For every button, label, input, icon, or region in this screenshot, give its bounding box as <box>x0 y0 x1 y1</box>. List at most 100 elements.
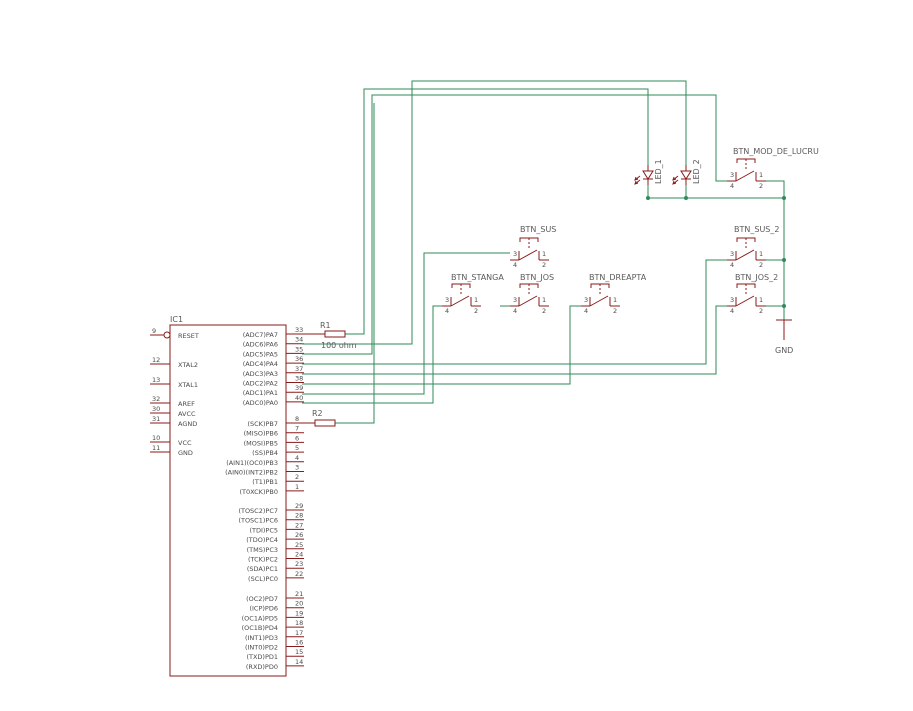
ic1-pin-name: AVCC <box>178 410 196 418</box>
ic1-right-pin: 1(T0XCK)PB0 <box>240 483 304 496</box>
ic1-pin-number: 32 <box>152 395 160 403</box>
switch-pin-number: 3 <box>513 296 517 304</box>
ic1-pin-number: 38 <box>295 375 303 383</box>
ic1-pin-name: (ADC6)PA6 <box>243 341 278 349</box>
ic1-pin-number: 29 <box>295 502 303 510</box>
ic1-pin-number: 27 <box>295 521 303 529</box>
ic1-pin-name: (ADC2)PA2 <box>243 380 278 388</box>
switch-pin-number: 1 <box>542 296 546 304</box>
r1-value: 100 ohm <box>321 341 357 350</box>
ic1-pin-name: (TMS)PC3 <box>247 546 278 554</box>
led-2: LED_2 <box>672 159 701 185</box>
ic1-right-pin: 40(ADC0)PA0 <box>243 394 304 407</box>
ic1-pin-number: 21 <box>295 590 303 598</box>
ic1-right-pin: 15(TXD)PD1 <box>246 648 304 661</box>
ic1-pin-name: (ADC3)PA3 <box>243 370 278 378</box>
ic1-right-pin: 5 (SS)PB4 <box>252 444 304 457</box>
wire-gnd-rail <box>766 180 785 320</box>
ic1-pin-number: 10 <box>152 434 160 442</box>
wire-pa6-led2 <box>302 80 687 345</box>
switch-pin-number: 1 <box>542 250 546 258</box>
ic1-pin-number: 3 <box>295 464 299 472</box>
ic1-right-pin: 14(RXD)PD0 <box>246 658 304 671</box>
ic1-pin-name: (SDA)PC1 <box>247 565 278 573</box>
ic1-pin-number: 39 <box>295 384 303 392</box>
switch-pin-number: 1 <box>474 296 478 304</box>
pushbutton-label: BTN_STANGA <box>451 273 504 282</box>
ic1-pin-number: 22 <box>295 570 303 578</box>
ic1-right-pin: 19(OC1A)PD5 <box>242 609 304 622</box>
r2-name: R2 <box>312 409 323 418</box>
ic1-right-pin: 27 (TDI)PC5 <box>249 521 304 534</box>
ic1-pin-number: 13 <box>152 376 160 384</box>
ic1-pin-number: 6 <box>295 434 299 442</box>
ic1-pin-number: 26 <box>295 531 303 539</box>
ic1-pin-name: (ICP)PD6 <box>249 605 278 613</box>
ic1-pin-name: (TDO)PC4 <box>246 536 278 544</box>
ic1-pin-name: (ADC4)PA4 <box>243 360 278 368</box>
switch-pin-number: 2 <box>542 307 546 315</box>
ic1-right-pin: 24(TCK)PC2 <box>248 551 304 564</box>
switch-pin-number: 1 <box>759 296 763 304</box>
pushbutton-label: BTN_DREAPTA <box>589 273 647 282</box>
ic1-right-pin: 37(ADC3)PA3 <box>243 365 304 378</box>
ic1-right-pin: 38 (ADC2)PA2 <box>243 375 304 388</box>
switch-pin-number: 2 <box>759 307 763 315</box>
ic1-pin-name: (INT1)PD3 <box>245 634 278 642</box>
ic1-pin-number: 1 <box>295 483 299 491</box>
gnd-label: GND <box>775 346 793 355</box>
ic1-pin-number: 30 <box>152 405 160 413</box>
ic1-right-pin: 3 (AIN0)(INT2)PB2 <box>225 464 304 477</box>
ic1-right-pin: 8(SCK)PB7 <box>247 415 304 428</box>
switch-pin-number: 2 <box>759 182 763 190</box>
ic1-right-pin: 2(T1)PB1 <box>252 473 304 486</box>
ic1-pin-number: 34 <box>295 336 303 344</box>
ic1-right-pins: 33(ADC7)PA734(ADC6)PA635(ADC5)PA536(ADC4… <box>225 326 304 671</box>
ic1-right-pin: 20(ICP)PD6 <box>249 600 304 613</box>
ic1-pin-number: 18 <box>295 619 303 627</box>
pushbutton-label: BTN_MOD_DE_LUCRU <box>733 147 819 156</box>
ic1-pin-name: (RXD)PD0 <box>246 663 278 671</box>
resistor-r1: R1 100 ohm <box>302 321 357 350</box>
ic1-right-pin: 18(OC1B)PD4 <box>242 619 304 632</box>
ic1-pin-number: 4 <box>295 454 299 462</box>
ic1-right-pin: 34 (ADC6)PA6 <box>243 336 304 349</box>
switch-pin-number: 3 <box>584 296 588 304</box>
ic1-pin-name: (AIN0)(INT2)PB2 <box>225 469 278 477</box>
ic1-pin-number: 2 <box>295 473 299 481</box>
wire-pa1-btn-sus <box>302 252 510 395</box>
ic1-pin-name: (TOSC2)PC7 <box>238 507 278 515</box>
led1-label: LED_1 <box>654 159 663 184</box>
pushbutton-label: BTN_JOS_2 <box>735 273 778 282</box>
wire-pb7-r2 <box>335 103 375 424</box>
ic1-right-pin: 7(MISO)PB6 <box>244 425 304 438</box>
ic1-right-pin: 26 (TDO)PC4 <box>246 531 304 544</box>
ic1-pin-number: 40 <box>295 394 303 402</box>
r1-name: R1 <box>320 321 331 330</box>
ic1-pin-name: (OC2)PD7 <box>246 595 278 603</box>
ic1-pin-name: AREF <box>178 400 195 408</box>
switch-pin-number: 4 <box>513 261 517 269</box>
ic1-pin-name: (TDI)PC5 <box>249 526 278 534</box>
ic1-pin-number: 5 <box>295 444 299 452</box>
ic1-right-pin: 39(ADC1)PA1 <box>243 384 304 397</box>
ic1-right-pin: 36 (ADC4)PA4 <box>243 355 304 368</box>
ic1-pin-name: (SCK)PB7 <box>247 420 278 428</box>
ic1-pin-name: XTAL2 <box>178 361 198 369</box>
wire-pa2-btn-dreapta <box>302 305 581 385</box>
ic1-pin-number: 36 <box>295 355 303 363</box>
ic1-pin-name: (SS)PB4 <box>252 449 278 457</box>
pushbutton-label: BTN_SUS_2 <box>734 225 779 234</box>
